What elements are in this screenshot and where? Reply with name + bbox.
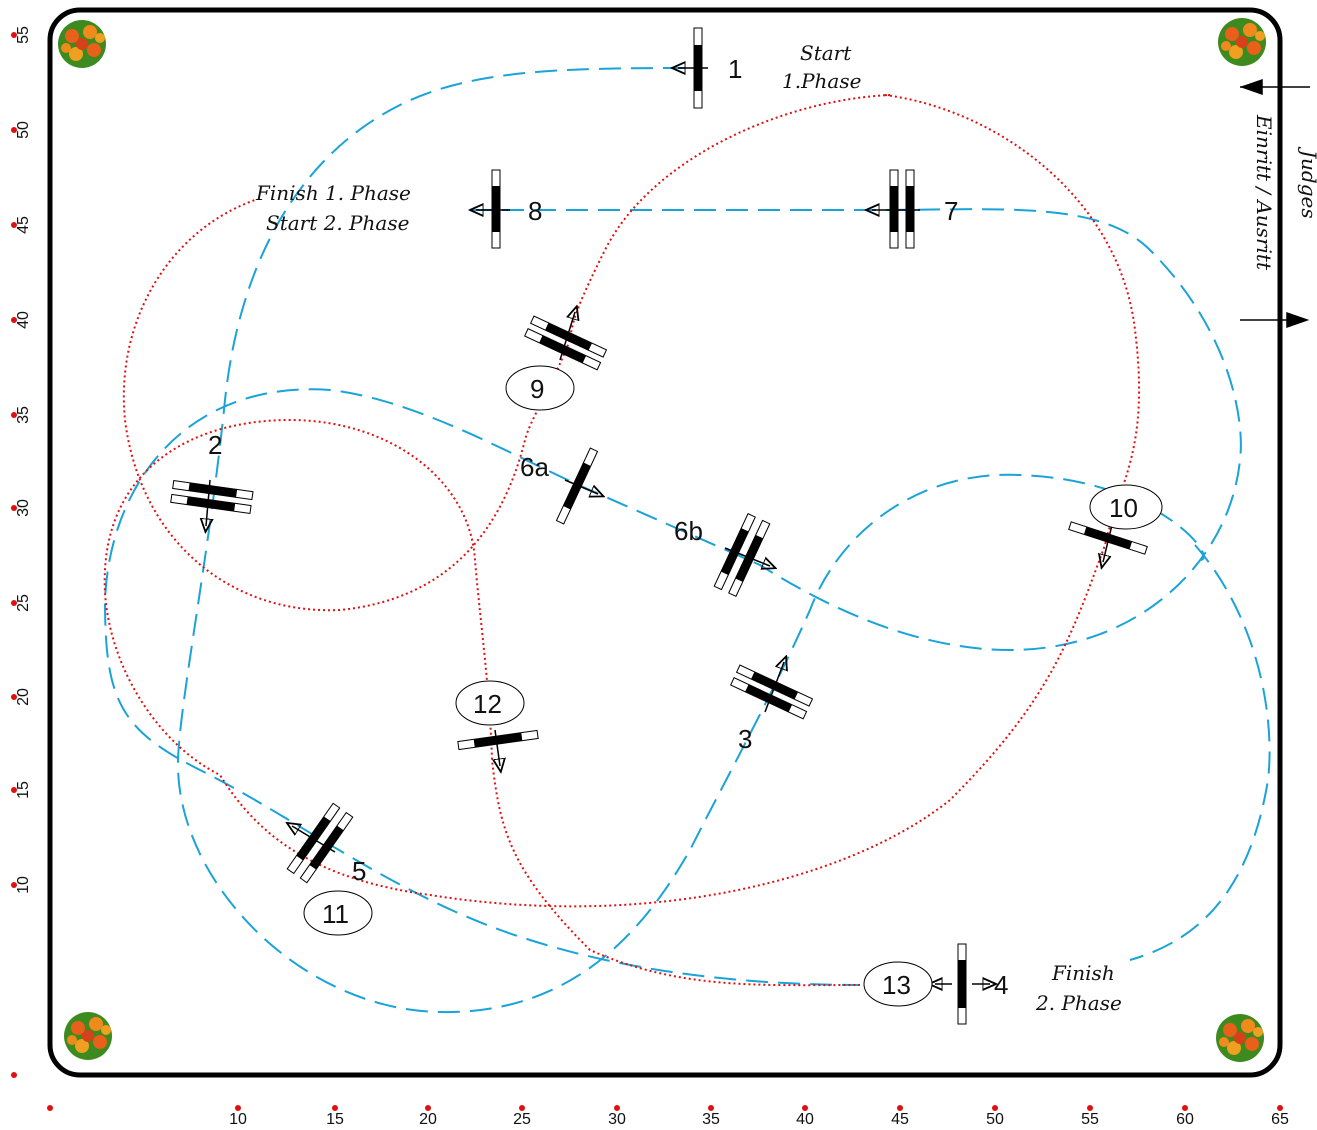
obstacle-3-arrow [764, 662, 784, 713]
flower-decoration-bottom-left [64, 1012, 112, 1060]
flower-decoration-bottom-right [1216, 1014, 1264, 1062]
obstacle-12-arrow [495, 729, 500, 766]
x-axis-marker [1087, 1105, 1093, 1111]
obstacle-12-label: 12 [473, 689, 502, 719]
obstacle-12 [457, 729, 539, 751]
y-axis-tick-label: 15 [15, 781, 32, 799]
x-axis-marker [1182, 1105, 1188, 1111]
obstacle-9-arrow [559, 312, 575, 361]
obstacle-5-arrow [292, 826, 336, 853]
x-axis-tick-label: 35 [702, 1111, 720, 1128]
y-axis-marker [11, 412, 17, 418]
y-axis: 55 50 45 40 35 30 25 20 15 10 [11, 26, 32, 894]
obstacle-3-label: 3 [738, 724, 752, 754]
y-axis-marker [11, 32, 17, 38]
y-axis-tick-label: 20 [15, 688, 32, 706]
entrance-marker [1239, 78, 1310, 329]
obstacle-6b-label: 6b [674, 516, 703, 546]
x-axis-tick-label: 40 [796, 1111, 814, 1128]
origin-dot-left [11, 1072, 17, 1078]
x-axis-tick-label: 60 [1176, 1111, 1194, 1128]
y-axis-marker [11, 317, 17, 323]
obstacle-2-label: 2 [208, 430, 222, 460]
obstacle-6a-arrow [564, 479, 598, 494]
obstacle-13-circle [863, 961, 933, 1007]
obstacle-4-label: 4 [994, 970, 1008, 1000]
obstacle-7-label: 7 [944, 196, 958, 226]
obstacle-1 [678, 27, 708, 109]
obstacle-11-label: 11 [322, 899, 349, 929]
x-axis-marker [235, 1105, 241, 1111]
y-axis-marker [11, 127, 17, 133]
obstacle-13-label: 13 [882, 970, 911, 1000]
x-axis-marker [519, 1105, 525, 1111]
obstacle-11-circle [303, 890, 373, 936]
y-axis-tick-label: 25 [15, 594, 32, 612]
y-axis-tick-label: 55 [15, 26, 32, 44]
finish2-line2: 2. Phase [1035, 991, 1122, 1015]
x-axis-tick-label: 45 [891, 1111, 909, 1128]
obstacle-2 [170, 479, 254, 515]
x-axis-marker [708, 1105, 714, 1111]
y-axis-tick-label: 35 [15, 406, 32, 424]
route-phase-1 [103, 67, 1271, 1014]
obstacle-6a [555, 447, 599, 525]
route-phase-2 [103, 94, 1141, 987]
y-axis-marker [11, 600, 17, 606]
flower-decoration-top-right [1218, 18, 1266, 66]
y-axis-marker [11, 505, 17, 511]
obstacle-6a-label: 6a [520, 452, 549, 482]
obstacle-9-label: 9 [530, 374, 544, 404]
obstacle-10-arrow [1103, 524, 1113, 562]
y-axis-tick-label: 30 [15, 499, 32, 517]
x-axis-tick-label: 10 [229, 1111, 247, 1128]
y-axis-tick-label: 40 [15, 311, 32, 329]
x-axis-tick-label: 50 [986, 1111, 1004, 1128]
y-axis-tick-label: 50 [15, 121, 32, 139]
x-axis-marker [802, 1105, 808, 1111]
obstacle-2-arrow [206, 479, 210, 526]
x-axis-marker [897, 1105, 903, 1111]
arena-border [47, 7, 1283, 1078]
flower-decoration-top-left [58, 20, 106, 68]
x-axis-tick-label: 30 [608, 1111, 626, 1128]
start-phase1-line1: Start [800, 41, 852, 65]
start-phase1-line2: 1.Phase [782, 69, 861, 93]
y-axis-tick-label: 45 [15, 216, 32, 234]
x-axis-marker [614, 1105, 620, 1111]
obstacle-1-label: 1 [728, 54, 742, 84]
obstacle-4 [935, 943, 990, 1025]
x-axis-marker [425, 1105, 431, 1111]
origin-dot-bottom [47, 1105, 53, 1111]
finish1-line2: Start 2. Phase [266, 211, 409, 235]
obstacle-12-circle [455, 680, 525, 726]
y-axis-marker [11, 222, 17, 228]
x-axis-marker [992, 1105, 998, 1111]
x-axis-tick-label: 55 [1081, 1111, 1099, 1128]
obstacle-10-circle [1089, 484, 1163, 530]
y-axis-marker [11, 882, 17, 888]
y-axis-marker [11, 694, 17, 700]
finish2-line1: Finish [1051, 961, 1115, 985]
obstacle-8-label: 8 [528, 196, 542, 226]
x-axis-tick-label: 25 [513, 1111, 531, 1128]
x-axis-tick-label: 15 [326, 1111, 344, 1128]
obstacle-6b-arrow [724, 547, 770, 566]
x-axis-marker [332, 1105, 338, 1111]
obstacle-9-circle [505, 365, 575, 411]
judges-label: Judges [1297, 146, 1317, 219]
x-axis: 10 15 20 25 30 35 40 45 50 55 60 65 [229, 1105, 1289, 1128]
y-axis-tick-label: 10 [15, 876, 32, 894]
finish1-line1: Finish 1. Phase [255, 181, 411, 205]
obstacle-8 [476, 169, 510, 249]
obstacle-5-label: 5 [352, 856, 366, 886]
x-axis-tick-label: 65 [1271, 1111, 1289, 1128]
y-axis-marker [11, 787, 17, 793]
x-axis-marker [1277, 1105, 1283, 1111]
entrance-label: Einritt / Ausritt [1252, 114, 1276, 271]
x-axis-tick-label: 20 [419, 1111, 437, 1128]
obstacle-7 [872, 169, 920, 249]
obstacle-10-label: 10 [1109, 493, 1138, 523]
